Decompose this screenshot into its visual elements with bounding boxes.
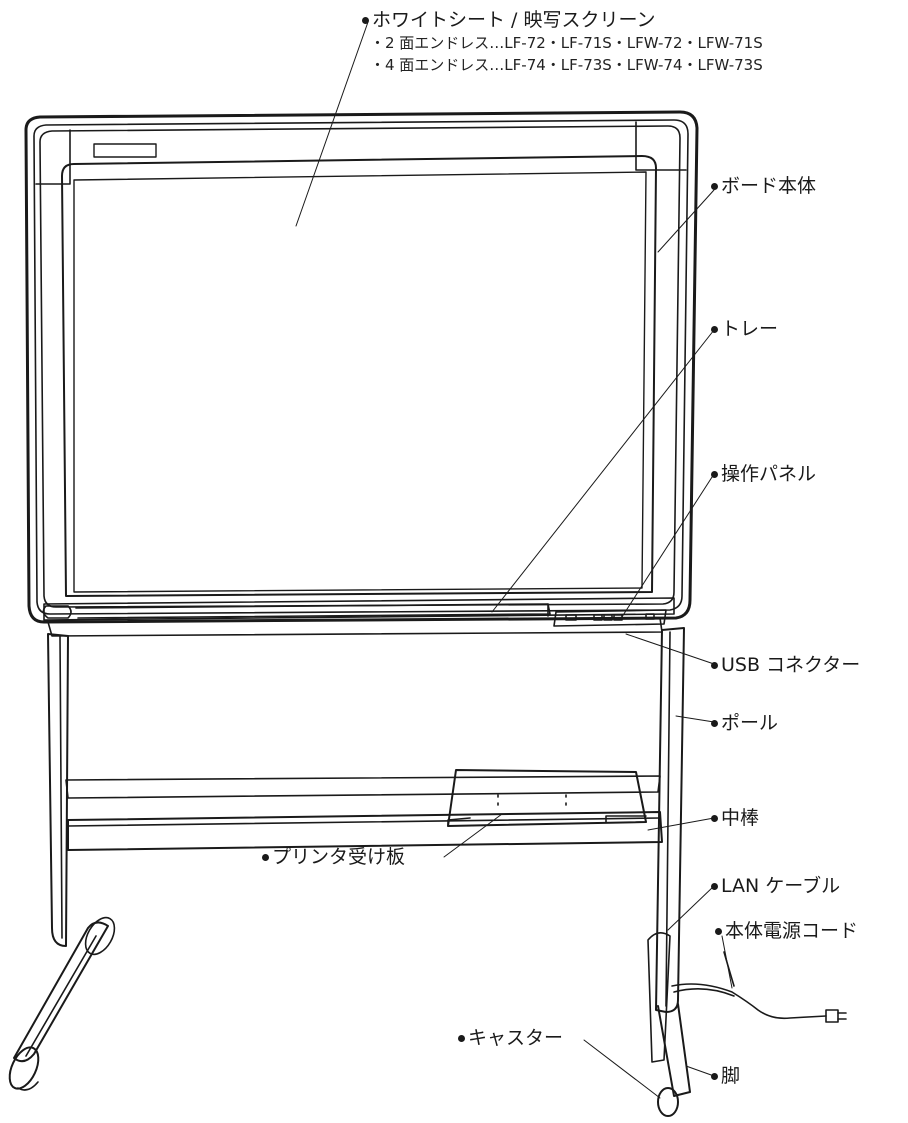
bullet-dot [711,470,718,478]
label-whitesheet-models-2: ・2 面エンドレス…LF-72・LF-71S・LFW-72・LFW-71S [370,34,763,52]
label-tray: トレー [711,318,778,340]
bullet-dot [711,182,718,190]
label-text: キャスター [468,1027,564,1049]
bullet-dot [711,882,718,890]
label-text: 脚 [721,1065,741,1087]
bullet-dot [711,1072,718,1080]
label-middle-bar: 中棒 [711,807,759,829]
control-panel [553,609,667,627]
tray [42,597,675,621]
label-usb-connector: USB コネクター [711,654,860,676]
label-text: ボード本体 [721,175,817,197]
label-text: 操作パネル [721,463,817,485]
label-board-body: ボード本体 [711,175,816,197]
label-text: トレー [721,318,779,340]
label-leg: 脚 [711,1065,740,1087]
label-pole: ポール [711,712,778,734]
bullet-dot [262,853,269,861]
label-text: 中棒 [721,807,760,829]
label-text: ホワイトシート / 映写スクリーン [372,9,656,31]
label-power-cord: 本体電源コード [715,920,858,942]
bullet-dot [711,719,718,727]
bullet-dot [711,325,718,333]
leader-lines [295,21,733,1099]
printer-plate [447,769,647,827]
upper-crossbar [65,775,661,799]
label-text: 本体電源コード [725,920,859,942]
label-whitesheet: ホワイトシート / 映写スクリーン [362,9,656,31]
label-lan-cable: LAN ケーブル [711,875,840,897]
bullet-dot [458,1034,465,1042]
board-frame [24,110,699,624]
label-printer-plate: プリンタ受け板 [262,846,405,868]
label-caster: キャスター [458,1027,563,1049]
bullet-dot [362,16,369,24]
bullet-dot [711,661,718,669]
label-text: ポール [721,712,779,734]
label-text: USB コネクター [721,654,861,676]
power-cord [671,951,847,1023]
label-text: LAN ケーブル [721,875,841,897]
left-leg [8,916,116,1091]
label-control-panel: 操作パネル [711,463,816,485]
middle-bar [67,811,663,851]
label-whitesheet-models-4: ・4 面エンドレス…LF-74・LF-73S・LFW-74・LFW-73S [370,56,763,74]
label-text: プリンタ受け板 [272,846,406,868]
right-leg [647,932,691,1117]
bullet-dot [715,927,722,935]
bullet-dot [711,814,718,822]
left-pole [47,633,69,947]
